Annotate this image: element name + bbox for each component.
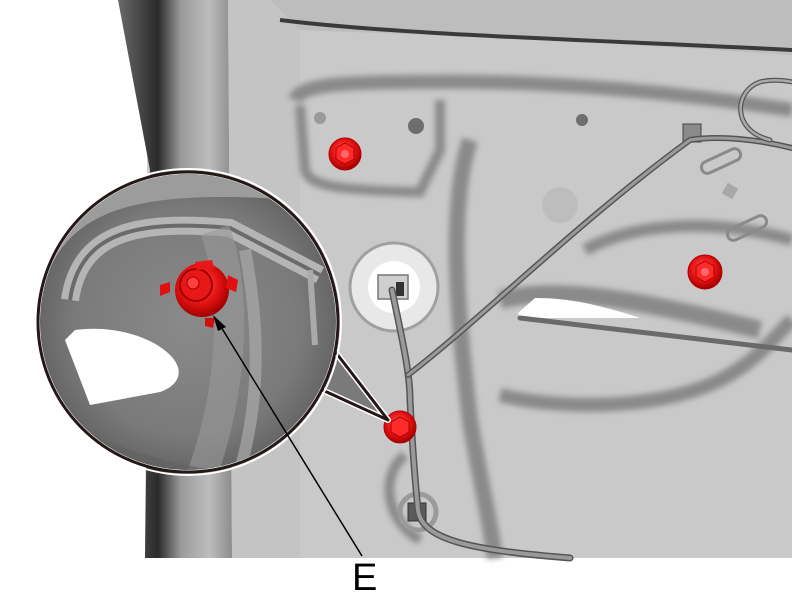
leader-line-e: [213, 315, 363, 557]
callout-label-e: E: [352, 557, 378, 599]
wire-harness: [388, 77, 792, 562]
bolt-right: [687, 254, 723, 290]
magnified-clip-e: [160, 260, 238, 328]
magnifier-callout: [34, 168, 391, 476]
bolt-upper: [328, 137, 362, 171]
clip-e: [383, 410, 417, 444]
